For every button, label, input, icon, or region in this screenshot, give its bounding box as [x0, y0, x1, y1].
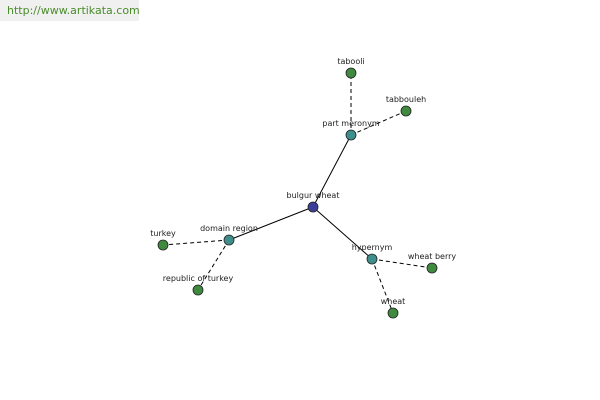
node-label-republic-of-turkey: republic of turkey	[163, 274, 234, 283]
node-turkey[interactable]	[157, 239, 169, 251]
node-hypernym[interactable]	[366, 253, 378, 265]
edge-bulgur-to-part-meronym	[312, 134, 352, 208]
edge-hypernym-to-wheat	[371, 258, 394, 314]
node-label-hypernym: hypernym	[352, 243, 393, 252]
site-url-link[interactable]: http://www.artikata.com	[7, 4, 140, 17]
node-part-meronym[interactable]	[345, 129, 357, 141]
edge-hypernym-to-wheat-berry	[371, 258, 433, 269]
node-tabooli[interactable]	[345, 67, 357, 79]
edge-domain-region-to-turkey	[162, 239, 230, 246]
graph-nodes	[157, 67, 438, 319]
node-republic-of-turkey[interactable]	[192, 284, 204, 296]
node-label-domain-region: domain region	[200, 224, 258, 233]
node-label-part-meronym: part meronym	[322, 119, 379, 128]
node-bulgur[interactable]	[307, 201, 319, 213]
edge-bulgur-to-hypernym	[312, 206, 373, 260]
site-banner: http://www.artikata.com	[0, 0, 140, 21]
node-label-tabbouleh: tabbouleh	[386, 95, 426, 104]
node-label-turkey: turkey	[150, 229, 176, 238]
graph-labels: bulgur wheat part meronym tabooli tabbouleh…	[150, 57, 456, 306]
node-label-bulgur: bulgur wheat	[287, 191, 340, 200]
node-tabbouleh[interactable]	[400, 105, 412, 117]
node-domain-region[interactable]	[223, 234, 235, 246]
edge-domain-region-to-republic-of-turkey	[197, 239, 230, 291]
graph-edges	[162, 73, 433, 314]
node-wheat-berry[interactable]	[426, 262, 438, 274]
edge-bulgur-to-domain-region	[228, 206, 314, 241]
node-wheat[interactable]	[387, 307, 399, 319]
node-label-wheat: wheat	[381, 297, 406, 306]
node-label-wheat-berry: wheat berry	[408, 252, 457, 261]
node-label-tabooli: tabooli	[337, 57, 364, 66]
edge-part-meronym-to-tabbouleh	[350, 110, 407, 136]
